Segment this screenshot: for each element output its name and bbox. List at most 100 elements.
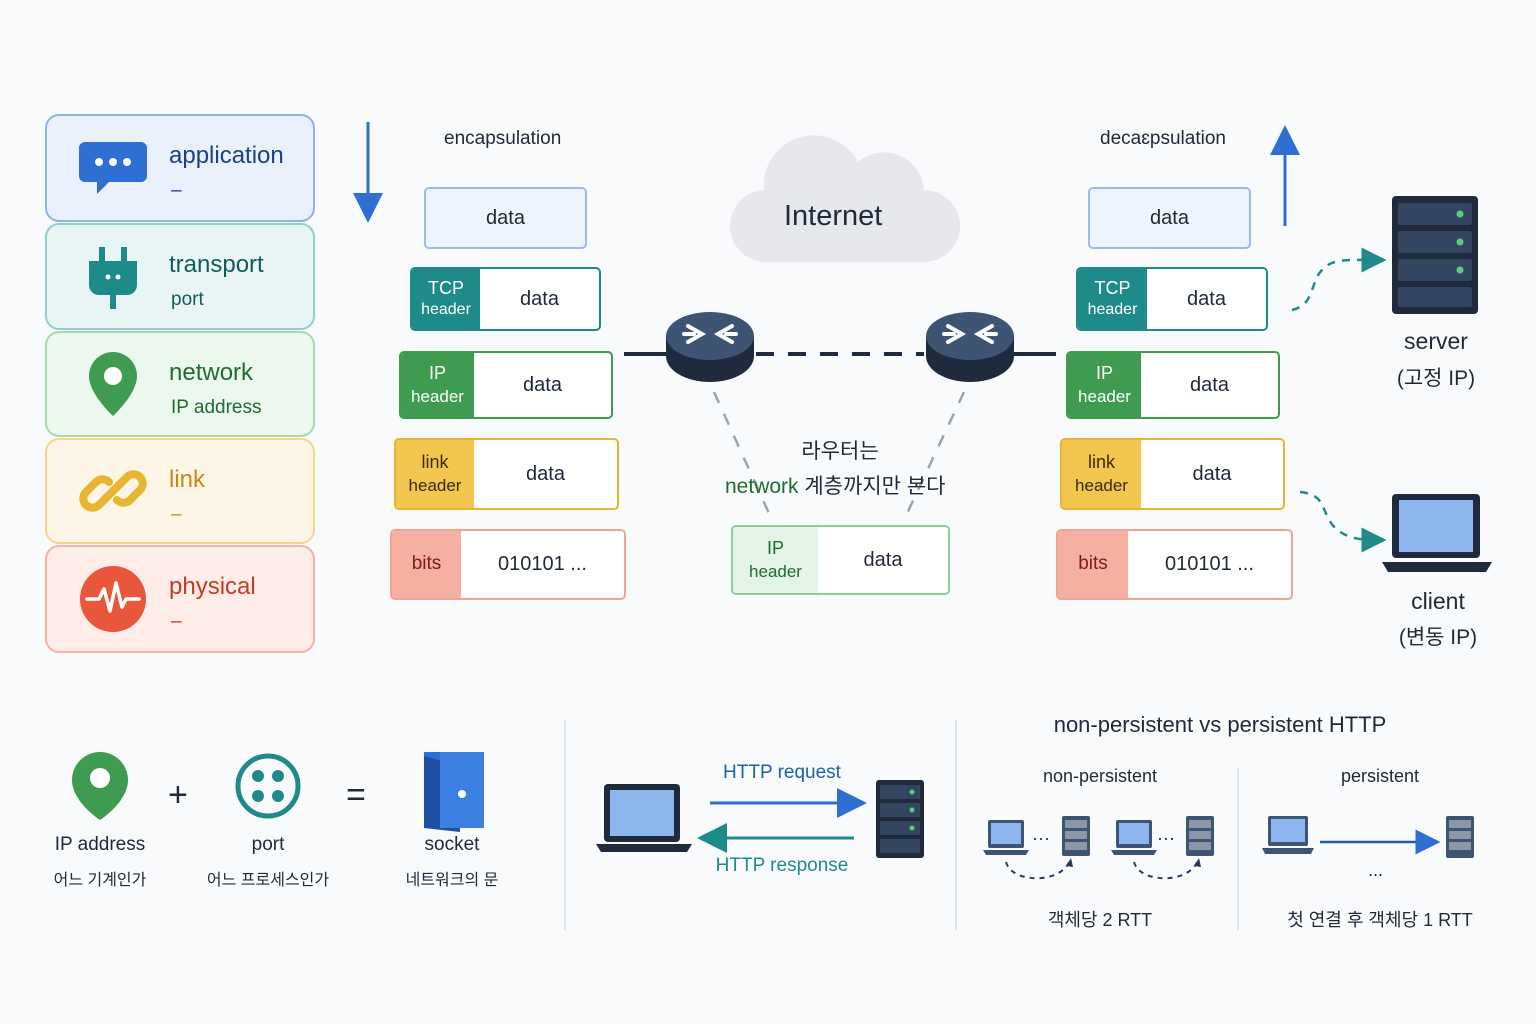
decap-bits-data: 010101 ... — [1165, 553, 1254, 575]
waveform-icon — [80, 566, 146, 632]
internet-label: Internet — [784, 200, 883, 232]
server-icon — [1392, 196, 1478, 314]
nonpersistent-loop-2 — [1133, 859, 1199, 880]
persistent-server-icon — [1446, 816, 1474, 858]
router-right-icon — [926, 312, 1014, 382]
router-packet-data: data — [863, 548, 903, 571]
encap-bits-data: 010101 ... — [498, 553, 587, 575]
encap-link-data: data — [526, 462, 565, 485]
decap-row-bits: bits 010101 ... — [1056, 529, 1293, 600]
persistent-laptop-icon — [1262, 816, 1314, 854]
encapsulation-title: encapsulation — [444, 128, 562, 149]
ip-header-sub: header — [411, 386, 464, 406]
decap-link-data: data — [1192, 462, 1232, 485]
nonpersistent-server-1-icon — [1062, 816, 1090, 856]
bits-label: bits — [1078, 553, 1108, 575]
router-packet-header: IP — [766, 538, 784, 559]
socket-door-icon — [424, 752, 484, 832]
layer-name: transport — [169, 251, 264, 278]
nonpersistent-laptop-1-icon — [983, 820, 1029, 855]
bits-label: bits — [411, 553, 442, 575]
chain-link-icon — [79, 470, 147, 512]
socket-desc: 네트워크의 문 — [405, 872, 499, 889]
layer-physical: physical – — [45, 545, 315, 653]
encap-tcp-data: data — [520, 287, 559, 310]
link-header-label: link — [1087, 452, 1115, 473]
decap-row-tcp: TCP header data — [1076, 267, 1268, 331]
persistence-title: non-persistent vs persistent HTTP — [1053, 712, 1387, 737]
server-ip: (고정 IP) — [1396, 367, 1476, 390]
chat-bubble-icon — [79, 142, 147, 194]
socket-ip-label: IP address — [54, 834, 146, 855]
decapsulation-title: decaɛpsulation — [1100, 128, 1226, 149]
ip-header-label: IP — [428, 363, 446, 384]
tcp-header-label: TCP — [1094, 277, 1131, 298]
encap-ip-data: data — [523, 373, 562, 396]
encap-row-tcp: TCP header data — [410, 267, 601, 331]
layer-sub: – — [171, 611, 182, 632]
layer-sub: port — [171, 289, 204, 310]
decap-row-data: data — [1088, 187, 1251, 249]
client-ip: (변동 IP) — [1398, 626, 1478, 649]
http-client-laptop-icon — [596, 784, 692, 852]
layer-name: application — [169, 142, 284, 169]
tcp-header-sub: header — [1087, 301, 1138, 319]
ip-header-sub: header — [1078, 386, 1131, 406]
server-name: server — [1404, 328, 1468, 354]
layer-network: network IP address — [45, 331, 315, 437]
nonpersistent-dots-2: ··· — [1157, 828, 1175, 848]
encap-row-bits: bits 010101 ... — [390, 529, 626, 600]
nonpersistent-laptop-2-icon — [1111, 820, 1157, 855]
layer-name: network — [169, 359, 254, 386]
plus-sign: + — [168, 776, 188, 814]
port-icon — [235, 753, 301, 819]
router-note-rest: 계층까지만 본다 — [798, 475, 946, 498]
internet-cloud-icon — [729, 135, 960, 263]
layer-sub: – — [171, 180, 182, 201]
decap-ip-data: data — [1190, 373, 1229, 396]
layer-name: link — [169, 466, 206, 493]
tcp-header-label: TCP — [428, 277, 464, 298]
encap-data: data — [486, 206, 525, 229]
link-header-label: link — [421, 452, 449, 473]
persistent-label: persistent — [1340, 766, 1420, 786]
layer-sub: – — [171, 504, 182, 525]
socket-port-label: port — [251, 834, 285, 855]
router-left-icon — [666, 312, 754, 382]
http-response-label: HTTP response — [715, 855, 849, 876]
http-request-label: HTTP request — [723, 762, 841, 783]
nonpersistent-dots-1: ··· — [1032, 828, 1050, 848]
decap-data: data — [1150, 206, 1189, 229]
socket-port-desc: 어느 프로세스인가 — [206, 872, 330, 889]
layer-sub: IP address — [171, 397, 262, 418]
socket-ip-desc: 어느 기계인가 — [53, 872, 147, 889]
persistent-caption: 첫 연결 후 객체당 1 RTT — [1287, 910, 1473, 930]
client-dashed-arrow — [1299, 490, 1387, 553]
nonpersistent-label: non-persistent — [1042, 766, 1158, 786]
ip-header-label: IP — [1095, 363, 1113, 384]
server-dashed-arrow — [1291, 247, 1387, 312]
tcp-header-sub: header — [421, 301, 471, 319]
decap-tcp-data: data — [1187, 287, 1226, 310]
location-pin-icon — [89, 352, 137, 416]
nonpersistent-caption: 객체당 2 RTT — [1047, 910, 1153, 930]
link-header-sub: header — [408, 475, 462, 495]
link-header-sub: header — [1075, 475, 1128, 495]
router-note-line1: 라우터는 — [801, 440, 879, 463]
layer-application: application – — [45, 114, 315, 222]
layer-transport: transport port — [45, 223, 315, 330]
router-note-highlight: network — [725, 475, 799, 498]
nonpersistent-loop-1 — [1005, 859, 1071, 880]
http-server-icon — [876, 780, 924, 858]
nonpersistent-server-2-icon — [1186, 816, 1214, 856]
layer-name: physical — [169, 573, 256, 600]
equals-sign: = — [346, 776, 366, 814]
router-packet-header-sub: header — [749, 561, 802, 581]
layer-link: link – — [45, 438, 315, 544]
